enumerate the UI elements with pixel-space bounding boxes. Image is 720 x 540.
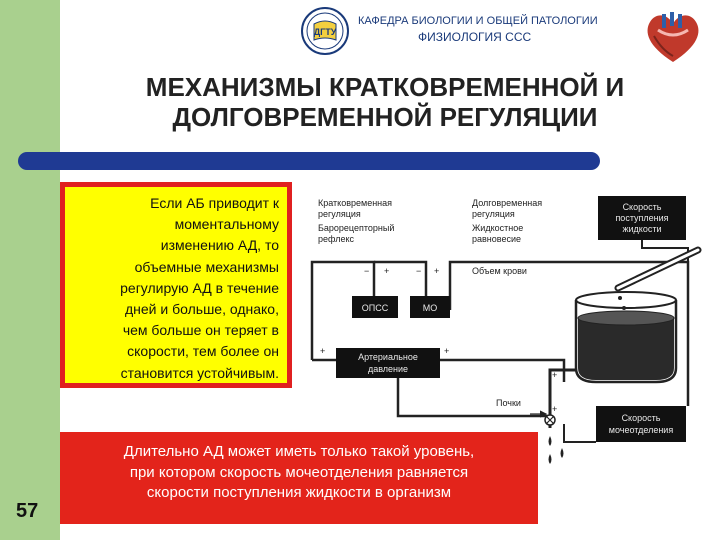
explanation-line: объемные механизмы [134, 258, 279, 275]
department-name: КАФЕДРА БИОЛОГИИ И ОБЩЕЙ ПАТОЛОГИИ [358, 15, 598, 27]
long-term-label-2: регуляция [472, 209, 515, 219]
long-term-label-1: Долговременная [472, 198, 542, 208]
opss-label: ОПСС [362, 303, 389, 313]
arterial-pressure-label-2: давление [368, 364, 408, 374]
inflow-rate-label-3: жидкости [623, 224, 662, 234]
conclusion-text: Длительно АД может иметь только такой ур… [66, 442, 532, 504]
page-number: 57 [16, 500, 39, 522]
urine-rate-box [596, 406, 686, 442]
explanation-text: Если АБ приводит к моментальному изменен… [69, 193, 279, 384]
urine-rate-label-2: мочеотделения [609, 425, 674, 435]
left-green-bar [0, 0, 60, 540]
minus-sign: − [416, 266, 421, 276]
plus-sign: + [552, 370, 557, 380]
conclusion-line: Длительно АД может иметь только такой ур… [123, 443, 475, 460]
regulation-diagram: Кратковременная регуляция Барорецепторны… [310, 196, 702, 464]
explanation-line: моментальному [174, 216, 279, 233]
slide-title: МЕХАНИЗМЫ КРАТКОВРЕМЕННОЙ И ДОЛГОВРЕМЕНН… [60, 72, 710, 132]
plus-sign: + [384, 266, 389, 276]
arterial-pressure-box [336, 348, 440, 378]
explanation-box: Если АБ приводит к моментальному изменен… [60, 182, 292, 388]
heart-icon [647, 12, 699, 63]
plus-sign: + [320, 346, 325, 356]
plus-sign: + [434, 266, 439, 276]
explanation-line: изменению АД, то [160, 237, 279, 254]
mo-label: МО [423, 303, 438, 313]
explanation-line: дней и больше, однако, [125, 301, 279, 318]
conclusion-line: при котором скорость мочеотделения равня… [129, 463, 469, 481]
short-term-label-1: Кратковременная [318, 198, 392, 208]
urine-rate-label-1: Скорость [622, 413, 661, 423]
explanation-line: чем больше он теряет в [122, 322, 279, 339]
minus-sign: − [364, 266, 369, 276]
inflow-rate-label-1: Скорость [623, 202, 662, 212]
title-line-1: МЕХАНИЗМЫ КРАТКОВРЕМЕННОЙ И [145, 72, 625, 102]
plus-sign: + [444, 346, 449, 356]
explanation-line: регулирую АД в течение [120, 279, 279, 296]
mo-box [410, 296, 450, 318]
baroreceptor-label-1: Барорецепторный [318, 223, 394, 233]
title-divider [18, 152, 600, 170]
opss-box [352, 296, 398, 318]
baroreceptor-label-2: рефлекс [318, 234, 355, 244]
title-line-2: ДОЛГОВРЕМЕННОЙ РЕГУЛЯЦИИ [172, 102, 598, 132]
blood-volume-label: Объем крови [472, 266, 527, 276]
conclusion-box: Длительно АД может иметь только такой ур… [60, 432, 538, 524]
university-logo: ДГТУ [301, 7, 349, 55]
conclusion-line: скорости поступления жидкости в организм [146, 484, 452, 501]
inflow-rate-label-2: поступления [615, 213, 668, 223]
inflow-rate-box [598, 196, 686, 240]
kidneys-label: Почки [496, 398, 521, 408]
fluid-balance-label-2: равновесие [472, 234, 521, 244]
logo-text: ДГТУ [314, 27, 337, 37]
explanation-line: скорости, тем более он [127, 343, 279, 360]
arterial-pressure-label-1: Артериальное [358, 352, 418, 362]
short-term-label-2: регуляция [318, 209, 361, 219]
course-name: ФИЗИОЛОГИЯ ССС [418, 30, 532, 44]
explanation-line: Если АБ приводит к [150, 195, 279, 211]
fluid-balance-label-1: Жидкостное [472, 223, 523, 233]
plus-sign: + [552, 404, 557, 414]
explanation-line: становится устойчивым. [120, 364, 279, 381]
